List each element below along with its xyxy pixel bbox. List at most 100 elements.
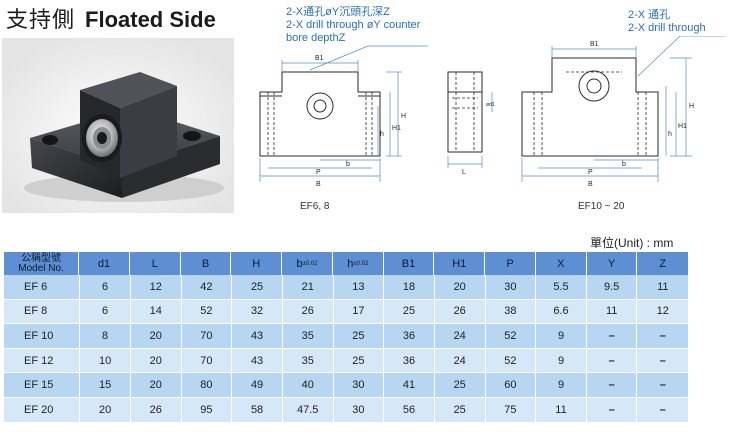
through-hole-note: 2-X 通孔 2-X drill through [628, 9, 706, 35]
table-row: EF 15 15 20 80 49 40 30 41 25 60 9 – – [4, 373, 688, 398]
cell-h1: 24 [435, 348, 486, 373]
through-hole-note-line: 2-X 通孔 [628, 9, 671, 21]
cell-model: EF 20 [4, 397, 81, 422]
header-x-label: X [557, 257, 565, 270]
dim-small-h: h [668, 131, 672, 138]
caption-ef10-20: EF10 ~ 20 [578, 201, 625, 212]
dim-small-h: h [380, 131, 384, 138]
dim-h1: H1 [678, 123, 687, 130]
header-p: P [485, 252, 536, 275]
cell-b: 95 [182, 397, 233, 422]
dim-b: B [588, 181, 593, 188]
cell-l: 12 [131, 275, 182, 299]
cell-h: 43 [232, 324, 283, 348]
cell-model: EF 8 [4, 299, 81, 324]
dim-l: L [462, 169, 466, 176]
unit-label: 單位(Unit) : mm [590, 236, 674, 250]
header-model: 公稱型號 Model No. [4, 252, 80, 275]
cell-h1: 24 [435, 324, 486, 348]
title-en: Floated Side [85, 7, 216, 32]
header-y: Y [587, 252, 638, 275]
cell-h: 25 [232, 275, 283, 299]
header-x: X [536, 252, 587, 275]
cell-z: – [659, 403, 666, 416]
cell-d1: 6 [80, 299, 131, 324]
cell-x: 9 [536, 348, 587, 373]
cell-l: 14 [131, 299, 182, 324]
dim-small-b: b [346, 161, 350, 168]
cell-b1: 36 [384, 348, 435, 373]
cell-x: 9 [536, 373, 587, 397]
title-cn: 支持側 [6, 8, 76, 33]
header-b1-label: B1 [401, 257, 416, 270]
cell-d1: 8 [80, 324, 131, 348]
cell-p: 52 [486, 348, 537, 373]
cell-b1: 56 [384, 397, 435, 422]
cell-h: 49 [232, 373, 283, 397]
header-small-b-label: b [296, 257, 303, 270]
cell-x: 6.6 [536, 299, 587, 324]
cell-x: 11 [536, 397, 587, 422]
header-small-h-label: h [347, 257, 354, 270]
cell-p: 60 [486, 373, 537, 397]
cell-model: EF 15 [4, 373, 81, 397]
cell-model: EF 12 [4, 348, 81, 373]
caption-ef6-8: EF6, 8 [300, 201, 330, 212]
table-row: EF 12 10 20 70 43 35 25 36 24 52 9 – – [4, 348, 688, 374]
cell-l: 20 [131, 324, 182, 348]
cell-b: 70 [182, 324, 233, 348]
header-d1: d1 [79, 252, 130, 275]
header-small-h-tolerance: ±0.02 [353, 260, 369, 267]
cell-h1: 25 [435, 373, 486, 397]
cell-h: 32 [232, 299, 283, 324]
table-row: EF 20 20 26 95 58 47.5 30 56 25 75 11 – … [4, 397, 688, 423]
header-small-b-tolerance: ±0.02 [302, 260, 318, 267]
cell-h1: 25 [435, 397, 486, 422]
cell-p: 38 [486, 299, 537, 324]
dim-b1: B1 [590, 41, 599, 48]
through-hole-note-line: 2-X drill through [628, 22, 706, 34]
cell-small-b: 35 [283, 324, 334, 348]
cell-h: 43 [232, 348, 283, 373]
countersunk-note-line: bore depthZ [286, 32, 346, 44]
header-model-en: Model No. [18, 262, 64, 274]
cell-y: – [587, 348, 638, 373]
dim-p: P [316, 169, 321, 176]
cell-p: 75 [486, 397, 537, 422]
cell-small-h: 17 [334, 299, 385, 324]
header-y-label: Y [607, 257, 616, 270]
countersunk-note-line: 2-X drill through øY counter [286, 19, 421, 31]
cell-d1: 20 [80, 397, 131, 422]
header-b1: B1 [384, 252, 435, 275]
spec-table: 公稱型號 Model No. d1 L B H b±0.02 h±0.02 B1… [4, 252, 688, 423]
cell-l: 26 [131, 397, 182, 422]
cell-b1: 25 [384, 299, 435, 324]
cell-y: 11 [587, 299, 638, 324]
header-h-label: H [252, 257, 261, 270]
cell-model: EF 6 [4, 275, 81, 299]
cell-small-b: 21 [283, 275, 334, 299]
cell-small-b: 40 [283, 373, 334, 397]
product-photo [2, 38, 234, 213]
cell-p: 30 [486, 275, 537, 299]
dim-h: H [401, 113, 406, 120]
cell-small-h: 25 [334, 324, 385, 348]
cell-z: – [659, 354, 666, 367]
cell-l: 20 [131, 373, 182, 397]
countersunk-note-line: 2-X通孔øY沉頭孔深Z [286, 6, 390, 18]
drawing-ef10-20: B1 B P b H H1 h [521, 36, 725, 188]
cell-z: – [659, 329, 666, 342]
cell-z: – [659, 379, 666, 392]
header-small-h: h±0.02 [333, 252, 384, 275]
header-z: Z [637, 252, 688, 275]
cell-small-h: 30 [334, 397, 385, 422]
cell-d1: 15 [80, 373, 131, 397]
header-b-label: B [201, 257, 210, 270]
table-row: EF 10 8 20 70 43 35 25 36 24 52 9 – – [4, 324, 688, 349]
page-title: 支持側 Floated Side [6, 2, 216, 34]
table-row: EF 6 6 12 42 25 21 13 18 20 30 5.5 9.5 1… [4, 275, 688, 300]
cell-small-h: 30 [334, 373, 385, 397]
cell-small-h: 25 [334, 348, 385, 373]
dim-b1: B1 [315, 55, 324, 62]
table-header-row: 公稱型號 Model No. d1 L B H b±0.02 h±0.02 B1… [4, 252, 688, 275]
